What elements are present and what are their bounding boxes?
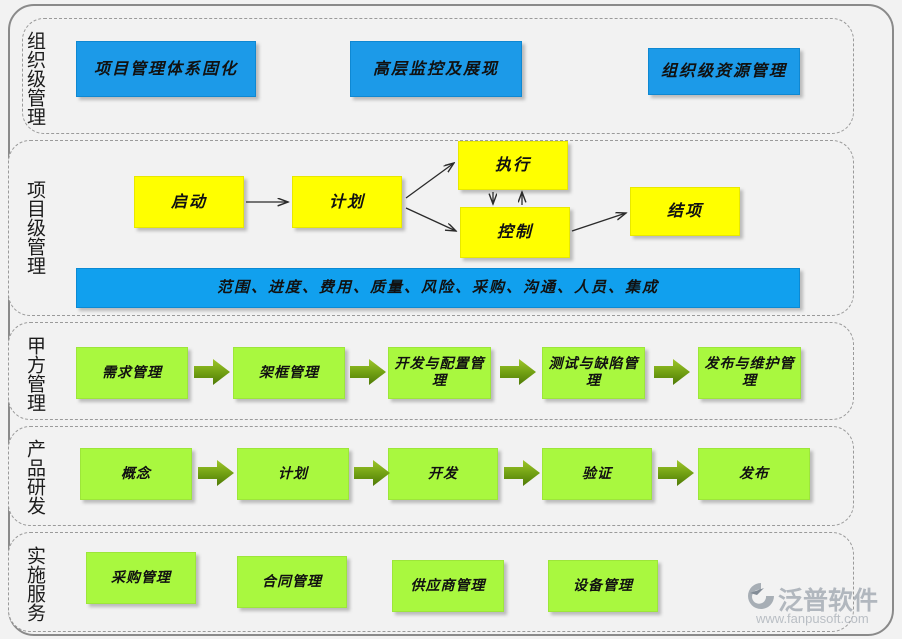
watermark-url: www.fanpusoft.com [756,611,869,626]
band-label-client-side: 甲方管理 [24,336,45,412]
box-verification[interactable]: 验证 [542,448,652,500]
box-concept[interactable]: 概念 [80,448,192,500]
box-test-defect-management[interactable]: 测试与缺陷管理 [542,347,645,399]
box-closeout[interactable]: 结项 [630,187,740,236]
box-org-resource-management[interactable]: 组织级资源管理 [648,48,800,95]
box-execute[interactable]: 执行 [458,141,568,190]
block-arrow-icon [348,357,388,387]
box-supplier-management[interactable]: 供应商管理 [392,560,504,612]
block-arrow-icon [192,357,232,387]
box-plan[interactable]: 计划 [292,176,402,228]
block-arrow-icon [352,458,392,488]
band-label-project-level: 项目级管理 [24,179,45,275]
box-development[interactable]: 开发 [388,448,498,500]
fanpu-logo-icon [748,583,774,609]
box-architecture-management[interactable]: 架框管理 [233,347,345,399]
box-pm-system-solidify[interactable]: 项目管理体系固化 [76,41,256,97]
block-arrow-icon [498,357,538,387]
box-initiate[interactable]: 启动 [134,176,244,228]
block-arrow-icon [652,357,692,387]
box-release[interactable]: 发布 [698,448,810,500]
band-label-implementation-service: 实施服务 [24,546,45,622]
box-release-maintain-management[interactable]: 发布与维护管理 [698,347,801,399]
watermark: 泛普软件 www.fanpusoft.com [744,577,894,635]
banner-knowledge-areas: 范围、进度、费用、质量、风险、采购、沟通、人员、集成 [76,268,800,308]
watermark-brand: 泛普软件 [778,586,879,615]
block-arrow-icon [196,458,236,488]
box-equipment-management[interactable]: 设备管理 [548,560,658,612]
box-executive-monitoring[interactable]: 高层监控及展现 [350,41,522,97]
box-requirement-management[interactable]: 需求管理 [76,347,188,399]
block-arrow-icon [656,458,696,488]
box-control[interactable]: 控制 [460,207,570,258]
box-product-plan[interactable]: 计划 [237,448,349,500]
box-procurement-management[interactable]: 采购管理 [86,552,196,604]
block-arrow-icon [502,458,542,488]
band-label-product-rnd: 产品研发 [24,439,45,515]
band-label-org-level: 组织级管理 [24,30,45,126]
box-dev-config-management[interactable]: 开发与配置管理 [388,347,491,399]
box-contract-management[interactable]: 合同管理 [237,556,347,608]
